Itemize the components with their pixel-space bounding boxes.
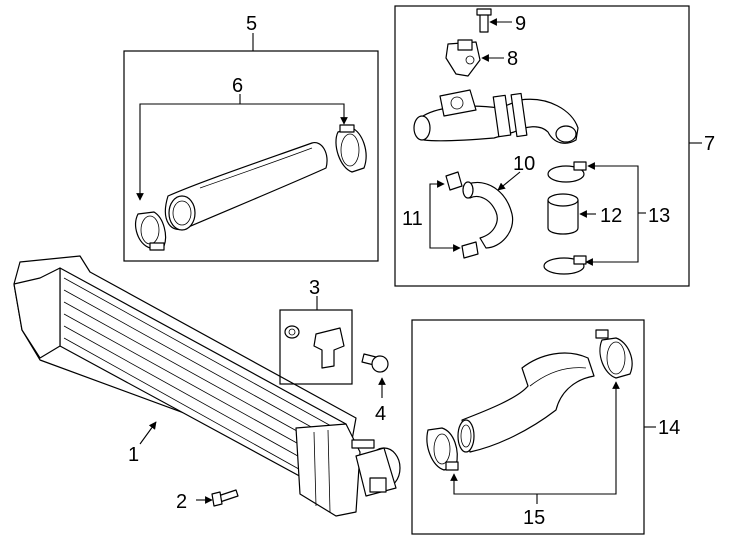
group-box-14 <box>411 319 656 535</box>
clip-11-upper <box>445 171 463 191</box>
callout-15: 15 <box>523 507 545 529</box>
callout-13: 13 <box>648 205 670 227</box>
callout-6: 6 <box>232 75 243 97</box>
bolt-4 <box>361 353 389 398</box>
clamp-13-lower <box>543 255 587 275</box>
intercooler-inlet-hose <box>164 142 328 231</box>
group-box-7 <box>394 5 702 287</box>
callout-2: 2 <box>176 491 187 513</box>
callout-14: 14 <box>658 417 680 439</box>
intercooler <box>13 255 401 517</box>
clamp-13-upper <box>547 161 587 183</box>
coupler-12 <box>547 193 596 235</box>
group-box-3 <box>279 296 353 385</box>
leader-11 <box>429 180 461 252</box>
callout-8: 8 <box>507 48 518 70</box>
intake-pipe <box>413 89 579 144</box>
callout-10: 10 <box>513 153 535 175</box>
callout-3: 3 <box>309 277 320 299</box>
bolt-9 <box>476 8 492 33</box>
intercooler-outlet-hose <box>457 352 595 453</box>
callout-1: 1 <box>128 444 139 466</box>
hose-clamp-left <box>135 211 167 251</box>
hose-clamp-14-left <box>426 427 459 471</box>
small-hose-10 <box>462 171 521 249</box>
bolt-2 <box>196 489 239 507</box>
temperature-sensor <box>284 325 345 369</box>
callout-12: 12 <box>600 205 622 227</box>
hose-clamp-right <box>335 124 367 173</box>
pressure-sensor <box>445 39 481 77</box>
callout-7: 7 <box>704 133 715 155</box>
hose-clamp-14-right <box>595 329 633 379</box>
callout-5: 5 <box>246 13 257 35</box>
leader-15 <box>450 381 620 504</box>
callout-9: 9 <box>515 13 526 35</box>
group-box-5 <box>123 33 379 262</box>
callout-11: 11 <box>402 208 423 230</box>
leader-6 <box>136 94 348 201</box>
callout-4: 4 <box>375 403 386 425</box>
clip-11-lower <box>461 241 479 259</box>
leader-13 <box>585 162 646 266</box>
